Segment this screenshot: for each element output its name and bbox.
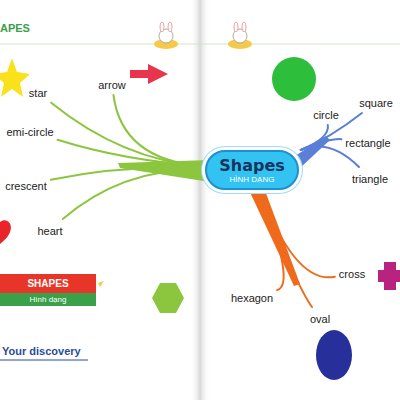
shape-word: triangle [350,173,390,185]
shape-word: heart [35,225,64,237]
branch-line [113,95,203,166]
discovery-underline [0,360,88,361]
branch-word: crescent [3,176,49,194]
banner-spark [98,281,104,287]
branch-word: square [357,93,395,111]
topic-subtitle: HÌNH DẠNG [219,175,285,184]
branch-word: emi-circle [4,122,55,140]
arrow-shape [130,64,168,84]
shape-word: emi-circle [4,126,55,138]
star-shape [0,58,30,97]
shape-word: oval [308,313,332,325]
branch-word: circle [311,105,341,123]
bunny-icon [154,22,178,49]
branch-line [301,146,359,167]
title-banner: SHAPESHình dạng [0,274,96,306]
branch-word: hexagon [229,288,275,306]
page-heading: APES [0,22,30,34]
topic-title: SHAPES [0,274,96,293]
branch-word: star [27,83,49,101]
branch-line [260,192,312,307]
shape-word: circle [311,109,341,121]
topic-title: Shapes [219,156,285,175]
branch-line [51,103,203,167]
branch-word: arrow [96,75,128,93]
oval-shape [316,330,352,380]
branch-word: triangle [350,169,390,187]
shape-word: crescent [3,180,49,192]
branch-word: rectangle [343,133,392,151]
hexagon-shape [152,283,184,313]
branch-word: cross [337,264,367,282]
branch-line [260,192,334,277]
branch-word: heart [35,221,64,239]
branch-line [63,169,203,219]
shape-word: rectangle [343,137,392,149]
central-topic: ShapesHÌNH DẠNG [205,150,299,190]
shape-word: cross [337,268,367,280]
header-rule [0,44,400,45]
shape-word: square [357,97,395,109]
branch-line [58,140,204,167]
page-fold [190,0,210,400]
shape-word: arrow [96,79,128,91]
shape-word: star [27,87,49,99]
section-heading: Your discovery [2,345,81,357]
circle-shape [272,57,316,101]
branch-word: oval [308,309,332,327]
shape-word: hexagon [229,292,275,304]
cross-shape [378,262,400,290]
topic-subtitle: Hình dạng [0,293,96,306]
heart-shape [0,220,11,246]
bunny-icon [228,22,252,49]
